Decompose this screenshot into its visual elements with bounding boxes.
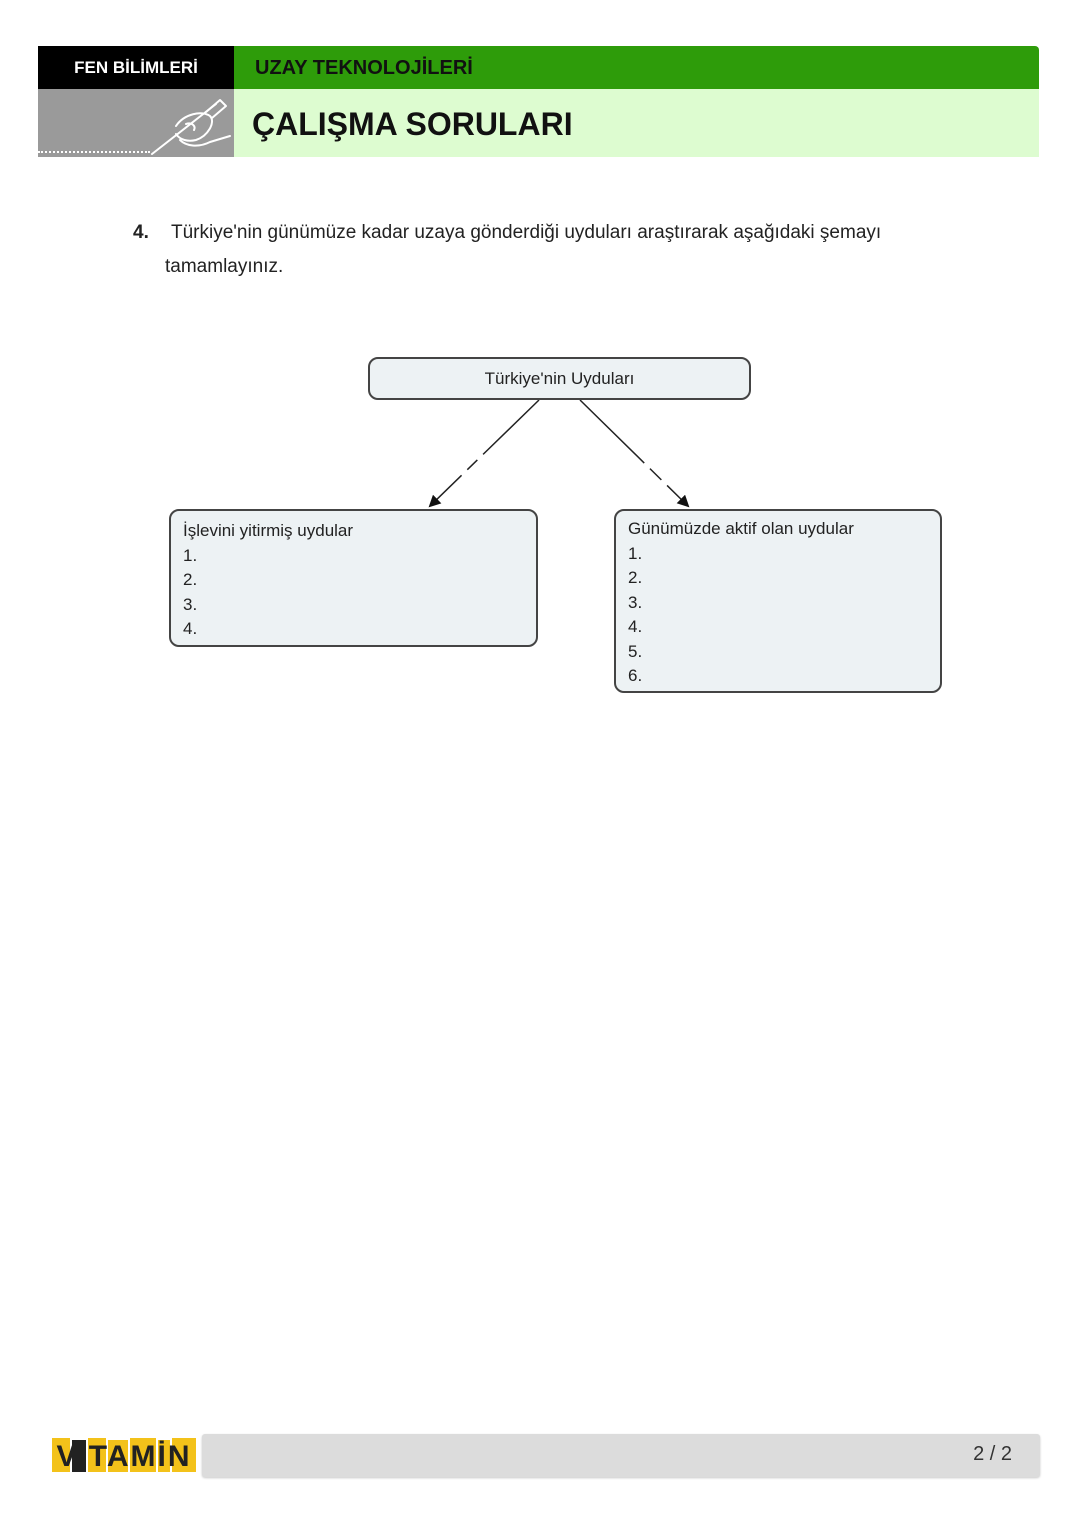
active-satellites-title: Günümüzde aktif olan uydular	[628, 519, 854, 538]
list-item: 5.	[628, 641, 643, 661]
diagram-arrows	[428, 399, 690, 508]
writing-hand-icon	[151, 99, 231, 155]
vitamin-logo: VİTAMİN	[52, 1438, 196, 1473]
diagram-root-box: Türkiye'nin Uyduları	[368, 357, 751, 400]
list-item: 3.	[183, 594, 198, 614]
active-satellites-box: Günümüzde aktif olan uydular 1. 2. 3. 4.…	[614, 509, 942, 693]
question-text-2: tamamlayınız.	[165, 256, 284, 277]
subject-label: FEN BİLİMLERİ	[38, 46, 234, 89]
question-line-1: 4. Türkiye'nin günümüze kadar uzaya gönde…	[133, 216, 953, 250]
arrow-left	[428, 399, 540, 508]
page-number: 2 / 2	[973, 1443, 1012, 1465]
list-item: 2.	[628, 568, 643, 587]
list-item: 1.	[183, 545, 198, 565]
list-item: 1.	[628, 543, 643, 563]
page-header: FEN BİLİMLERİ UZAY TEKNOLOJİLERİ ÇALIŞMA…	[38, 46, 1039, 157]
inactive-satellites-title: İşlevini yitirmiş uydular	[183, 521, 354, 540]
list-item: 4.	[183, 619, 198, 638]
question-4: 4. Türkiye'nin günümüze kadar uzaya gönde…	[133, 216, 953, 284]
list-item: 4.	[628, 617, 643, 636]
question-number: 4.	[133, 222, 149, 243]
logo-text: VİTAMİN	[56, 1440, 191, 1473]
list-item: 2.	[183, 570, 198, 589]
question-text-1: Türkiye'nin günümüze kadar uzaya gönderd…	[171, 222, 882, 243]
list-item: 3.	[628, 592, 643, 612]
page-title: ÇALIŞMA SORULARI	[234, 89, 1039, 157]
footer-bar: 2 / 2	[202, 1434, 1040, 1477]
arrow-right	[579, 399, 690, 508]
list-item: 6.	[628, 666, 643, 685]
inactive-satellites-box: İşlevini yitirmiş uydular 1. 2. 3. 4.	[169, 509, 538, 647]
unit-title: UZAY TEKNOLOJİLERİ	[234, 46, 1039, 89]
dotted-line	[38, 151, 150, 153]
